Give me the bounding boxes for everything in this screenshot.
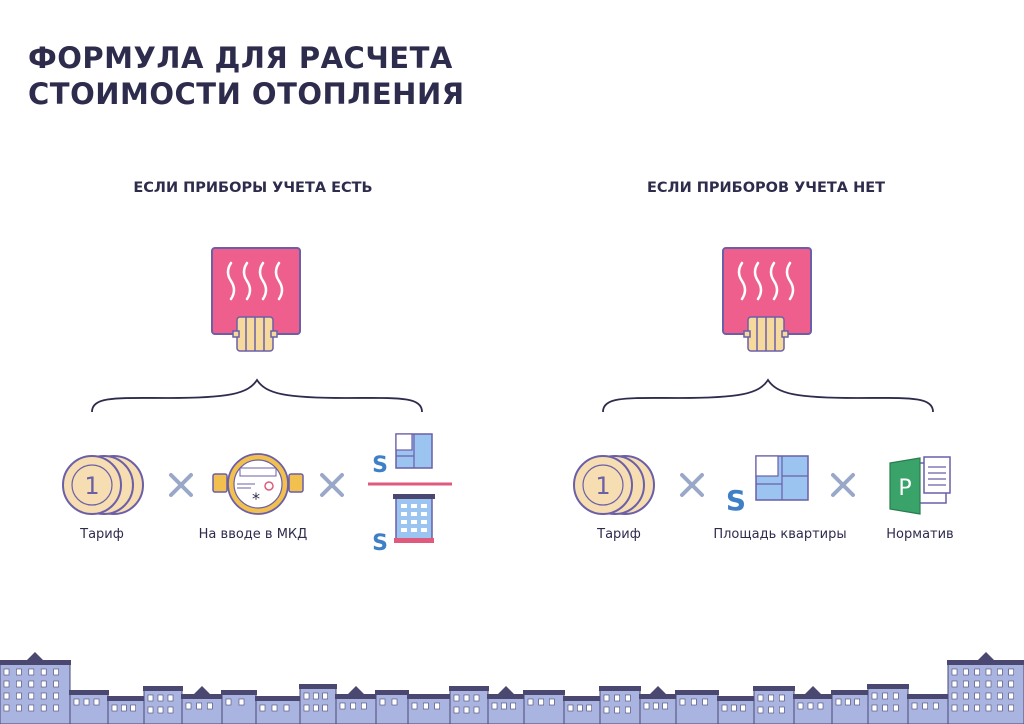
area-symbol: S (372, 531, 388, 554)
multiply-icon (169, 473, 193, 497)
coin-value: 1 (595, 472, 610, 500)
area-symbol: S (726, 484, 746, 517)
coins-icon: 1 (62, 455, 144, 515)
label-apartment-area: Площадь квартиры (713, 527, 847, 542)
heating-icon (722, 247, 812, 352)
coin-value: 1 (84, 472, 99, 500)
town-skyline-illustration (0, 652, 1024, 724)
label-tariff: Тариф (597, 527, 641, 542)
heading-with-meters: ЕСЛИ ПРИБОРЫ УЧЕТА ЕСТЬ (133, 180, 373, 196)
svg-text:*: * (252, 489, 260, 508)
label-tariff: Тариф (80, 527, 124, 542)
meter-icon: * (212, 453, 304, 515)
document-icon: P (889, 456, 951, 515)
area-symbol: S (372, 453, 388, 478)
curly-brace (602, 378, 934, 413)
page-title: ФОРМУЛА ДЛЯ РАСЧЕТА СТОИМОСТИ ОТОПЛЕНИЯ (28, 40, 465, 112)
label-meter: На вводе в МКД (198, 527, 308, 542)
curly-brace (91, 378, 423, 413)
coins-icon: 1 (573, 455, 655, 515)
heating-icon (211, 247, 301, 352)
multiply-icon (320, 473, 344, 497)
floorplan-icon: S (726, 455, 809, 517)
fraction-area-icon: S S (368, 433, 452, 554)
heading-without-meters: ЕСЛИ ПРИБОРОВ УЧЕТА НЕТ (647, 180, 885, 196)
label-norm: Норматив (886, 527, 954, 542)
title-line-1: ФОРМУЛА ДЛЯ РАСЧЕТА (28, 41, 453, 75)
multiply-icon (680, 473, 704, 497)
multiply-icon (831, 473, 855, 497)
title-line-2: СТОИМОСТИ ОТОПЛЕНИЯ (28, 77, 465, 111)
document-letter: P (898, 476, 911, 501)
